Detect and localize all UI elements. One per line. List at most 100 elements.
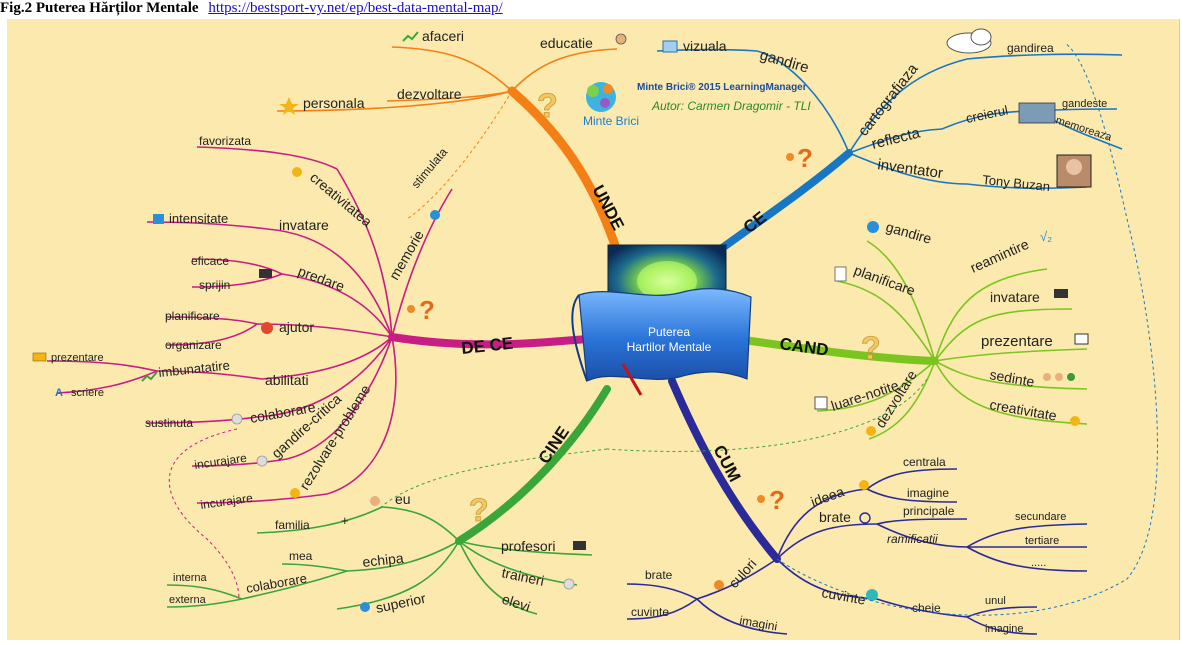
branch-dece-line <box>388 333 591 349</box>
ce-item-reflecta: reflecta <box>870 124 922 153</box>
central-title-line1: Puterea <box>648 325 690 339</box>
cand-dotted-link <box>606 378 928 452</box>
monitor-icon <box>573 541 586 550</box>
ce-item-inventator: inventator <box>876 156 944 182</box>
document-icon <box>834 266 847 282</box>
branch-unde-line <box>507 86 624 262</box>
image-icon <box>662 40 678 53</box>
unde-dotted-link <box>406 90 513 220</box>
cand-subbranches <box>816 240 1088 440</box>
question-mark-icon: ? <box>469 492 489 528</box>
people-icon <box>1043 373 1075 381</box>
unde-item-dezvoltare: dezvoltare <box>397 86 462 102</box>
person-icon <box>370 496 380 506</box>
cine-item-plus: + <box>341 513 349 528</box>
cine-item-echipa: echipa <box>362 550 405 570</box>
unde-item-personala: personala <box>303 95 365 111</box>
cum-subbranches <box>626 468 1088 635</box>
ce-item-gandeste: gandeste <box>1062 98 1107 110</box>
ce-item-creierul: creierul <box>965 102 1010 126</box>
cum-item-imagine-2: imagine <box>985 623 1024 635</box>
lightbulb-icon <box>866 426 876 436</box>
cine-item-familia: familia <box>275 518 310 532</box>
note-icon <box>814 396 828 410</box>
figure-link[interactable]: https://bestsport-vy.net/ep/best-data-me… <box>208 0 503 16</box>
cum-item-cuvinte-2: cuvinte <box>631 605 669 619</box>
cum-item-centrala: centrala <box>903 455 946 469</box>
dece-item-invatare: invatare <box>279 217 329 233</box>
cum-item-brate: brate <box>819 509 851 525</box>
refresh-icon <box>859 512 871 524</box>
dece-item-incurajare-2: incurajare <box>199 491 253 512</box>
cine-subbranches <box>166 506 593 615</box>
dece-item-planificare: planificare <box>165 309 220 323</box>
growth-icon <box>290 488 300 498</box>
dece-item-organizare: organizare <box>165 338 222 352</box>
pen-icon <box>621 363 643 396</box>
branch-cum-line <box>668 377 781 563</box>
central-title-line2: Hartilor Mentale <box>627 340 712 354</box>
figure-icon <box>786 153 794 161</box>
mind-map-canvas: UNDE afaceri educatie personala dezvolta… <box>7 19 1180 640</box>
question-mark-icon: ? <box>769 485 785 515</box>
cand-item-sedinte: sedinte <box>988 366 1035 390</box>
presentation-icon <box>32 352 47 362</box>
sqrt-icon: √₂ <box>1040 229 1052 244</box>
star-icon <box>279 97 299 115</box>
cum-item-secundare: secundare <box>1015 511 1066 523</box>
dece-item-eficace: eficace <box>191 254 229 268</box>
gear-icon <box>867 221 879 233</box>
dece-item-predare: predare <box>296 263 347 295</box>
figure-caption-line: Fig.2 Puterea Hărților Mentale https://b… <box>0 0 1182 18</box>
speech-icon <box>866 589 878 601</box>
brand-title: Minte Brici® 2015 LearningManager <box>637 82 807 93</box>
cand-item-reamintire: reamintire <box>968 236 1032 276</box>
figure-icon <box>407 305 415 313</box>
clapper-icon <box>1074 333 1089 345</box>
dece-label: DE CE <box>460 334 514 358</box>
figure-icon <box>757 495 765 503</box>
unde-subbranches <box>276 46 618 112</box>
ce-item-gandire: gandire <box>758 47 811 77</box>
chart-up-icon <box>402 31 419 42</box>
cine-item-elevi: elevi <box>500 591 532 615</box>
cine-item-mea: mea <box>289 549 313 563</box>
brand-author: Autor: Carmen Dragomir - TLI <box>651 99 811 113</box>
ce-item-memoreaza: memoreaza <box>1054 114 1114 144</box>
cine-item-traineri: traineri <box>500 564 545 589</box>
cum-item-ramificatii: ramificatii <box>887 532 938 546</box>
cum-item-cuvinte: cuvinte <box>820 584 867 607</box>
cum-item-principale: principale <box>903 504 955 518</box>
question-mark-icon: ? <box>419 295 435 325</box>
cum-item-imagine: imagine <box>907 486 949 500</box>
brand-logo <box>586 82 616 112</box>
unde-label: UNDE <box>588 182 627 233</box>
group-icon <box>231 413 243 425</box>
cum-item-imagini: imagini <box>738 613 778 633</box>
cine-item-externa: externa <box>169 594 207 606</box>
mind-map-diagram: UNDE afaceri educatie personala dezvolta… <box>32 28 1158 635</box>
portrait-face <box>1066 159 1082 175</box>
cand-item-creativitate: creativitate <box>988 396 1058 424</box>
branch-cand-line <box>733 335 939 365</box>
dece-item-imbunatatire: imbunatatire <box>158 358 231 380</box>
cand-item-planificare: planificare <box>852 262 918 299</box>
cum-dotted-loop <box>776 42 1158 616</box>
dece-item-stimulata: stimulata <box>409 145 451 191</box>
cine-item-interna: interna <box>173 572 208 584</box>
dece-dotted-link <box>168 428 240 600</box>
dece-item-scriere: scriere <box>71 387 104 399</box>
dece-item-ajutor: ajutor <box>279 319 314 335</box>
dece-item-abilitati: abilitati <box>265 372 309 388</box>
ce-subbranches <box>656 48 1123 190</box>
lightbulb-icon <box>859 480 869 490</box>
laptop-icon <box>1054 289 1068 298</box>
cum-item-cheie: cheie <box>912 601 941 615</box>
dece-subbranches <box>46 146 453 504</box>
central-topic[interactable]: Puterea Hartilor Mentale <box>571 244 752 396</box>
laptop-icon <box>259 269 272 278</box>
ce-item-gandirea: gandirea <box>1007 41 1054 55</box>
creativity-icon <box>292 167 302 177</box>
brand-name: Minte Brici <box>583 114 639 128</box>
dece-item-sustinuta: sustinuta <box>145 416 193 430</box>
